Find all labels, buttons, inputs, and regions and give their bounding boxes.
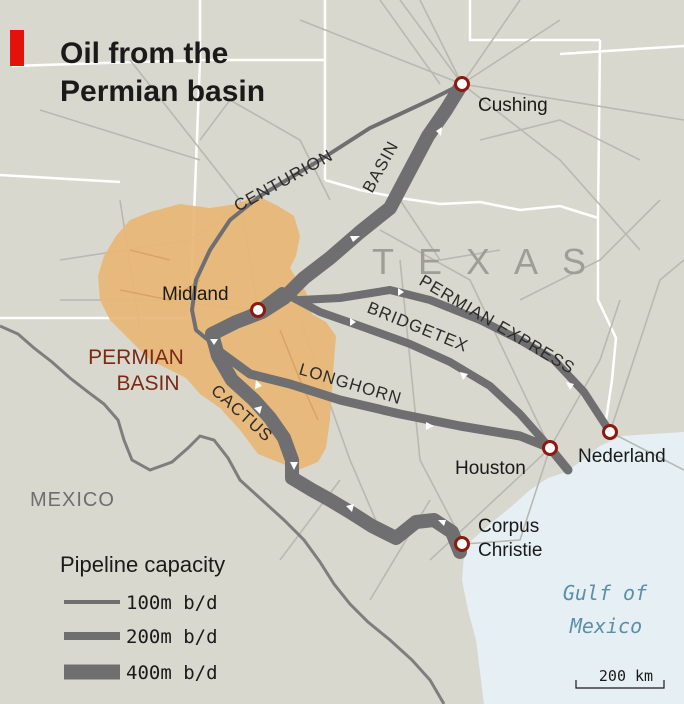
gulf-of-mexico-sea — [462, 432, 684, 704]
corpus-christie-marker — [454, 536, 470, 552]
flow-arrow — [566, 382, 574, 390]
legend-label-100: 100m b/d — [126, 592, 218, 614]
pipeline-cactus — [205, 327, 467, 559]
flow-arrow — [438, 520, 446, 526]
flow-arrow — [290, 462, 298, 470]
gulf-label-line1: Gulf of — [563, 581, 648, 605]
mexico-label: MEXICO — [30, 489, 115, 511]
nederland-label: Nederland — [578, 446, 666, 467]
flow-arrow — [210, 339, 218, 345]
scale-bar: 200 km — [575, 667, 665, 689]
midland-label: Midland — [162, 284, 229, 305]
pipeline-longhorn — [215, 347, 573, 475]
pipeline-centurion — [190, 82, 464, 342]
corpus-christie-label-line2: Christie — [478, 540, 542, 561]
gulf-label-line2: Mexico — [569, 614, 642, 638]
midland-marker — [250, 302, 266, 318]
flow-arrows — [210, 127, 574, 526]
permian-basin-label-line1: PERMIAN — [88, 346, 184, 369]
flow-arrow — [350, 236, 360, 242]
cushing-marker — [454, 76, 470, 92]
flow-arrow — [460, 372, 468, 380]
scale-label: 200 km — [599, 667, 653, 685]
legend-title: Pipeline capacity — [60, 552, 225, 577]
flow-arrow — [346, 504, 354, 512]
title-line2: Permian basin — [60, 75, 265, 108]
corpus-christie-label-line1: Corpus — [478, 516, 539, 537]
flow-arrow — [436, 127, 442, 136]
legend: Pipeline capacity 100m b/d 200m b/d 400m… — [60, 552, 225, 684]
nederland-marker — [602, 424, 618, 440]
basin-texture — [119, 249, 319, 421]
flow-arrow — [398, 288, 404, 296]
flow-arrow — [255, 380, 262, 389]
houston-label: Houston — [455, 458, 526, 479]
pipeline-permian-express — [296, 286, 614, 436]
houston-marker — [542, 440, 558, 456]
title-line1: Oil from the — [60, 37, 228, 70]
texas-label: TEXAS — [372, 241, 610, 282]
legend-label-200: 200m b/d — [126, 626, 218, 648]
pipeline-bridgetex — [278, 288, 554, 452]
pipeline-midland-link — [207, 287, 287, 339]
mexico-border — [0, 324, 446, 704]
flow-arrow — [426, 422, 434, 430]
city-markers — [250, 76, 618, 552]
flow-arrow — [350, 318, 356, 326]
legend-label-400: 400m b/d — [126, 662, 218, 684]
flow-arrow — [254, 406, 262, 414]
cushing-label: Cushing — [478, 95, 548, 116]
permian-basin-label-line2: BASIN — [116, 372, 179, 395]
accent-bar — [10, 30, 24, 66]
